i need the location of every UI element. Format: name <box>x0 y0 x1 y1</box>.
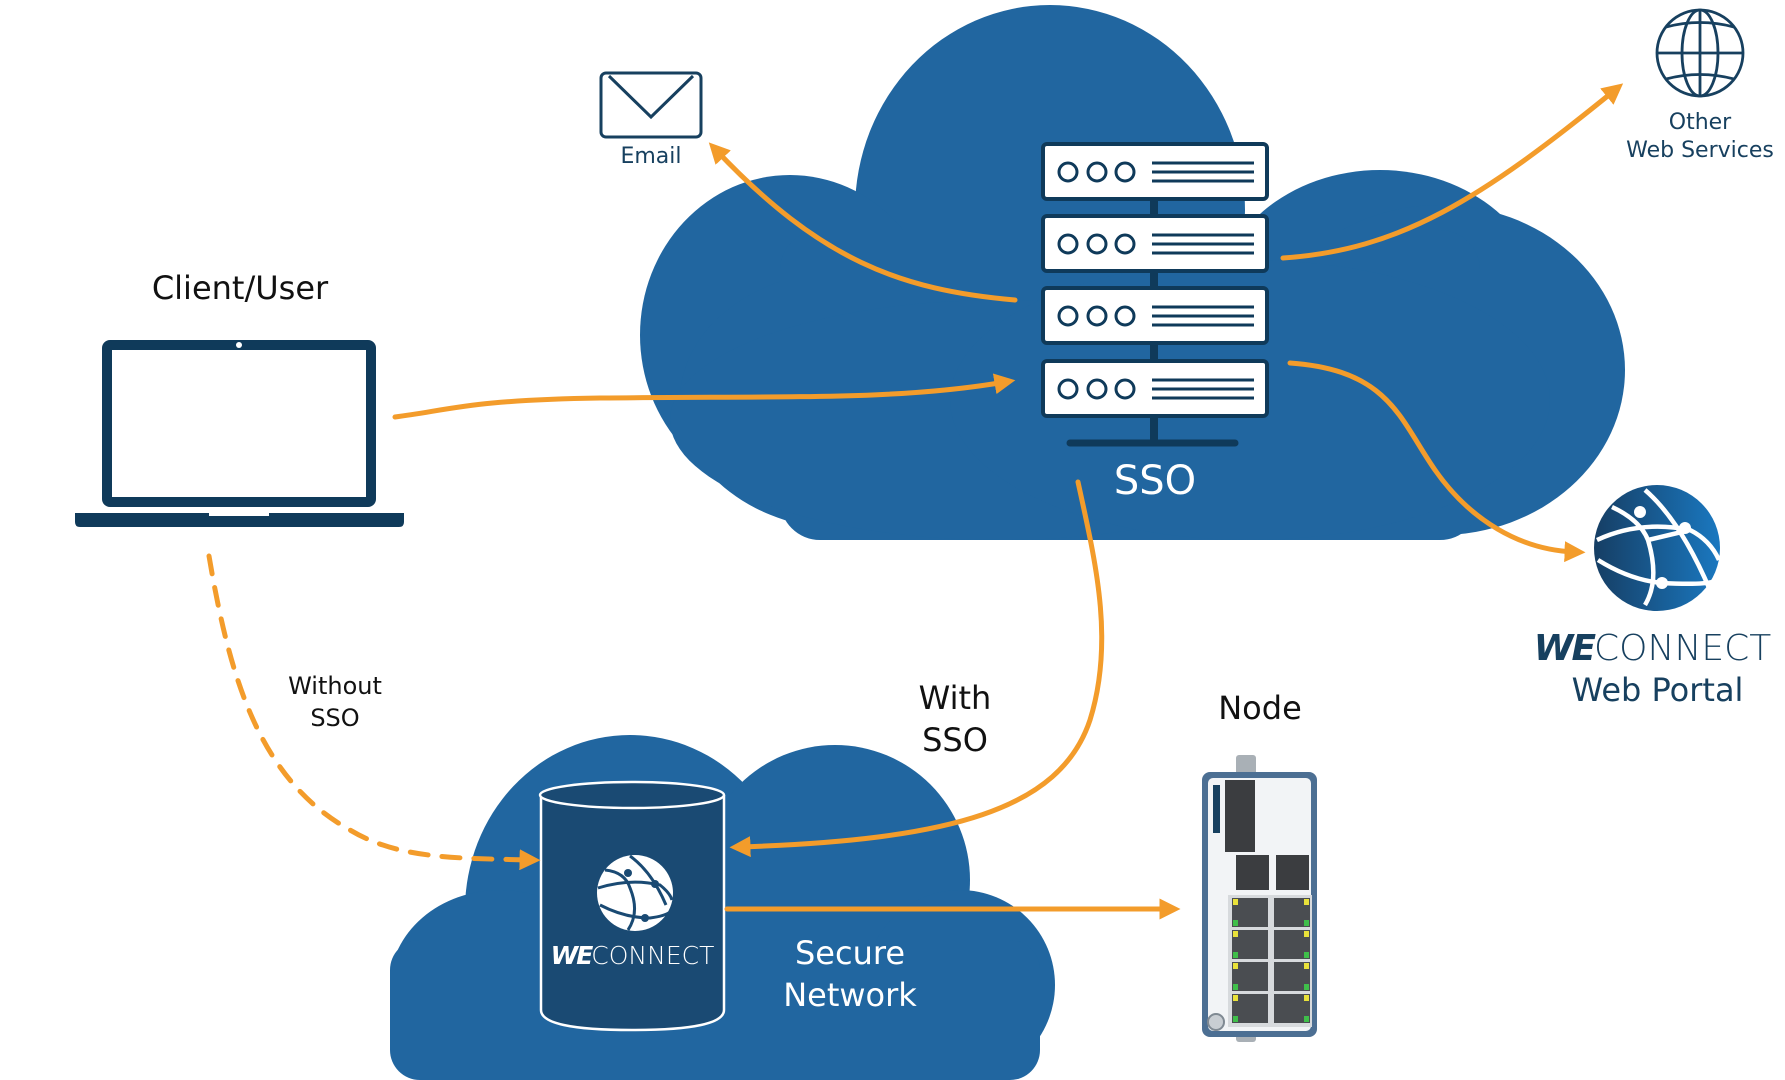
client-user-label: Client/User <box>151 269 329 307</box>
globe-icon <box>1655 8 1745 98</box>
arrows <box>206 83 1624 920</box>
network-switch-icon <box>1202 755 1317 1042</box>
server-unit <box>1041 286 1269 345</box>
brand-connect: CONNECT <box>1594 628 1772 669</box>
indicator-light <box>1086 378 1108 400</box>
indicator-light <box>1114 305 1136 327</box>
arrow-sso-to-email <box>708 142 1018 303</box>
indicator-light <box>1114 233 1136 255</box>
without-sso-label-1: Without <box>288 672 382 700</box>
indicator-light <box>1114 378 1136 400</box>
with-sso-label-1: With <box>918 679 992 717</box>
secure-network-label-2: Network <box>783 976 917 1014</box>
indicator-light <box>1057 305 1079 327</box>
network-globe-icon <box>1594 485 1722 611</box>
web-portal-label: Web Portal <box>1571 671 1744 709</box>
brand-we: WE <box>550 941 594 970</box>
sfp-port <box>1236 855 1269 890</box>
indicator-light <box>1086 305 1108 327</box>
brand-we: WE <box>1533 628 1596 669</box>
arrow-without-sso <box>206 553 541 871</box>
sfp-port <box>1276 855 1309 890</box>
cylinder-globe-icon <box>597 854 674 931</box>
server-rack-icon <box>1041 142 1269 447</box>
arrow-client-to-sso <box>392 373 1016 420</box>
sso-label: SSO <box>1113 458 1197 504</box>
laptop-icon <box>75 340 404 527</box>
other-services-label-2: Web Services <box>1626 138 1774 163</box>
secure-network-label-1: Secure <box>794 934 905 972</box>
indicator-light <box>1057 161 1079 183</box>
node-label: Node <box>1218 689 1302 727</box>
indicator-light <box>1086 233 1108 255</box>
indicator-light <box>1057 378 1079 400</box>
server-unit <box>1041 359 1269 418</box>
server-unit <box>1041 142 1269 201</box>
envelope-icon <box>599 71 703 139</box>
cylinder-brand: WECONNECT <box>541 941 724 971</box>
indicator-light <box>1057 233 1079 255</box>
without-sso-label-2: SSO <box>310 704 360 732</box>
database-cylinder-icon <box>538 780 726 1032</box>
arrow-sso-to-web-portal <box>1287 360 1586 563</box>
indicator-light <box>1086 161 1108 183</box>
email-label: Email <box>620 144 682 169</box>
server-unit <box>1041 214 1269 273</box>
brand-connect: CONNECT <box>591 941 715 970</box>
with-sso-label-2: SSO <box>922 721 988 759</box>
web-portal-brand: WECONNECT <box>1520 628 1785 669</box>
indicator-light <box>1114 161 1136 183</box>
arrow-with-sso <box>729 479 1105 858</box>
arrow-sso-to-other-services <box>1280 83 1624 261</box>
other-services-label-1: Other <box>1668 110 1732 135</box>
